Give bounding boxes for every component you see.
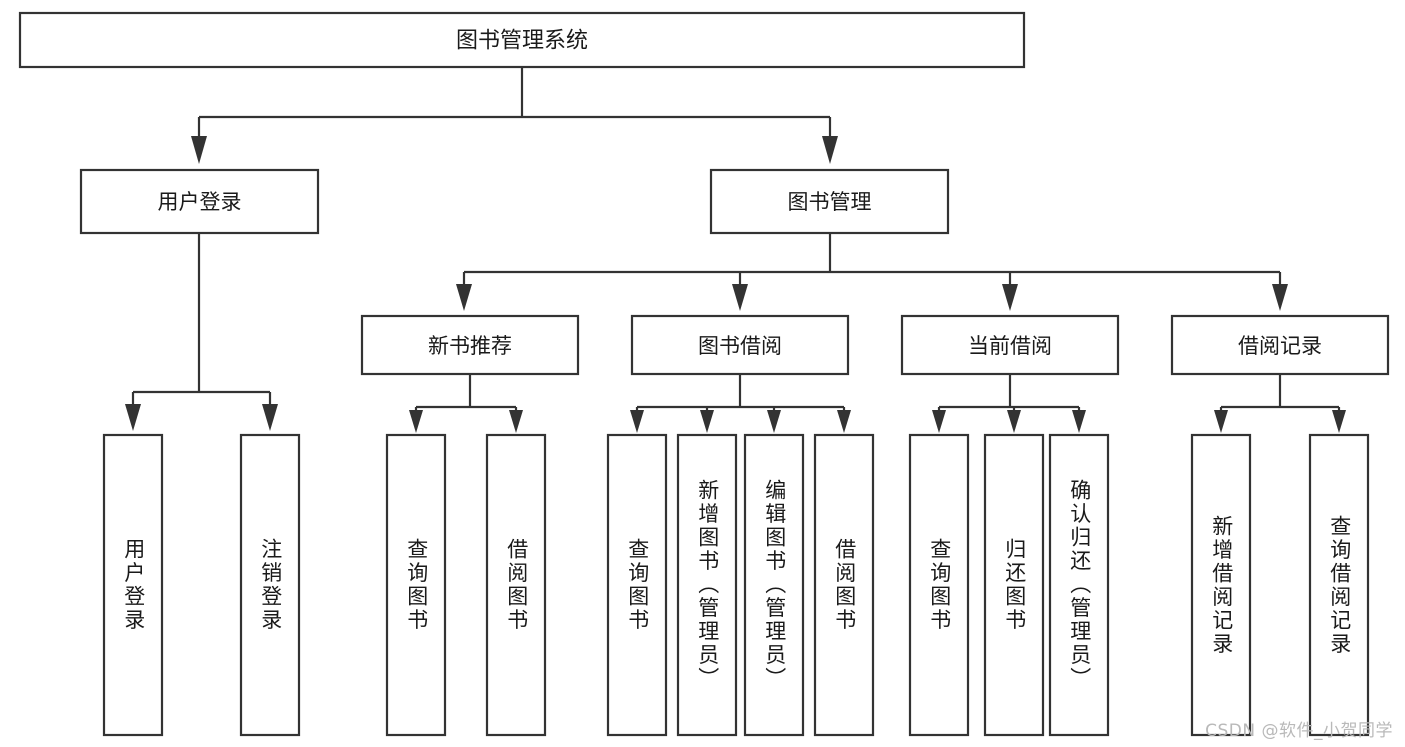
node-leaf-borrow-book-1-box[interactable] <box>485 433 547 737</box>
node-leaf-query-book-1-box[interactable] <box>385 433 447 737</box>
node-root-label: 图书管理系统 <box>456 29 588 54</box>
arrowhead-user-login <box>191 136 207 164</box>
node-user-login[interactable]: 用户登录 <box>79 168 320 235</box>
node-leaf-return-book-box[interactable] <box>983 433 1045 737</box>
leaf-boxes <box>102 433 1370 737</box>
node-book-manage-box[interactable] <box>709 168 950 235</box>
connector-group-borrow-record <box>1214 374 1346 433</box>
node-new-book-rec-box[interactable] <box>360 314 580 376</box>
node-new-book-rec[interactable]: 新书推荐 <box>360 314 580 376</box>
node-new-book-rec-label: 新书推荐 <box>428 334 512 358</box>
node-leaf-add-book-box[interactable] <box>676 433 738 737</box>
node-root-box[interactable] <box>18 11 1026 69</box>
node-leaf-borrow-book-2-box[interactable] <box>813 433 875 737</box>
node-borrow-record-label: 借阅记录 <box>1238 334 1322 358</box>
arrowhead-leaf-confirm-return <box>1072 410 1086 433</box>
node-root[interactable]: 图书管理系统 <box>18 11 1026 69</box>
node-borrow-record-box[interactable] <box>1170 314 1390 376</box>
arrowhead-borrow-record <box>1272 284 1288 311</box>
node-leaf-query-book-2-box[interactable] <box>606 433 668 737</box>
arrowhead-leaf-user-logout <box>262 404 278 431</box>
node-book-manage-label: 图书管理 <box>788 190 872 214</box>
arrowhead-leaf-borrow-book-2 <box>837 410 851 433</box>
arrowhead-book-manage <box>822 136 838 164</box>
node-user-login-label: 用户登录 <box>158 190 242 214</box>
arrowhead-leaf-return-book <box>1007 410 1021 433</box>
node-current-borrow-box[interactable] <box>900 314 1120 376</box>
node-book-borrow-label: 图书借阅 <box>698 334 782 358</box>
arrowhead-leaf-query-book-2 <box>630 410 644 433</box>
arrowhead-leaf-add-book <box>700 410 714 433</box>
arrowhead-leaf-user-login <box>125 404 141 431</box>
node-current-borrow-label: 当前借阅 <box>968 334 1052 358</box>
node-book-borrow[interactable]: 图书借阅 <box>630 314 850 376</box>
connector-group-current-borrow <box>932 374 1086 433</box>
arrowhead-book-borrow <box>732 284 748 311</box>
arrowhead-leaf-query-record <box>1332 410 1346 433</box>
arrowhead-leaf-query-book-1 <box>409 410 423 433</box>
node-leaf-query-book-3-box[interactable] <box>908 433 970 737</box>
node-book-manage[interactable]: 图书管理 <box>709 168 950 235</box>
arrowhead-leaf-add-record <box>1214 410 1228 433</box>
node-current-borrow[interactable]: 当前借阅 <box>900 314 1120 376</box>
node-leaf-query-record-box[interactable] <box>1308 433 1370 737</box>
arrowhead-leaf-edit-book <box>767 410 781 433</box>
arrowhead-new-book-rec <box>456 284 472 311</box>
arrowhead-leaf-query-book-3 <box>932 410 946 433</box>
node-borrow-record[interactable]: 借阅记录 <box>1170 314 1390 376</box>
node-leaf-user-login-box[interactable] <box>102 433 164 737</box>
connector-group-book-manage <box>456 233 1288 311</box>
node-book-borrow-box[interactable] <box>630 314 850 376</box>
connector-group-root <box>191 67 838 164</box>
node-leaf-add-record-box[interactable] <box>1190 433 1252 737</box>
connector-group-new-book-rec <box>409 374 523 433</box>
node-user-login-box[interactable] <box>79 168 320 235</box>
node-leaf-user-logout-box[interactable] <box>239 433 301 737</box>
arrowhead-leaf-borrow-book-1 <box>509 410 523 433</box>
connector-group-book-borrow <box>630 374 851 433</box>
connector-group-user-login <box>125 233 278 431</box>
node-leaf-edit-book-box[interactable] <box>743 433 805 737</box>
node-leaf-confirm-return-box[interactable] <box>1048 433 1110 737</box>
watermark: CSDN @软件_小贺同学 <box>1205 721 1393 741</box>
arrowhead-current-borrow <box>1002 284 1018 311</box>
